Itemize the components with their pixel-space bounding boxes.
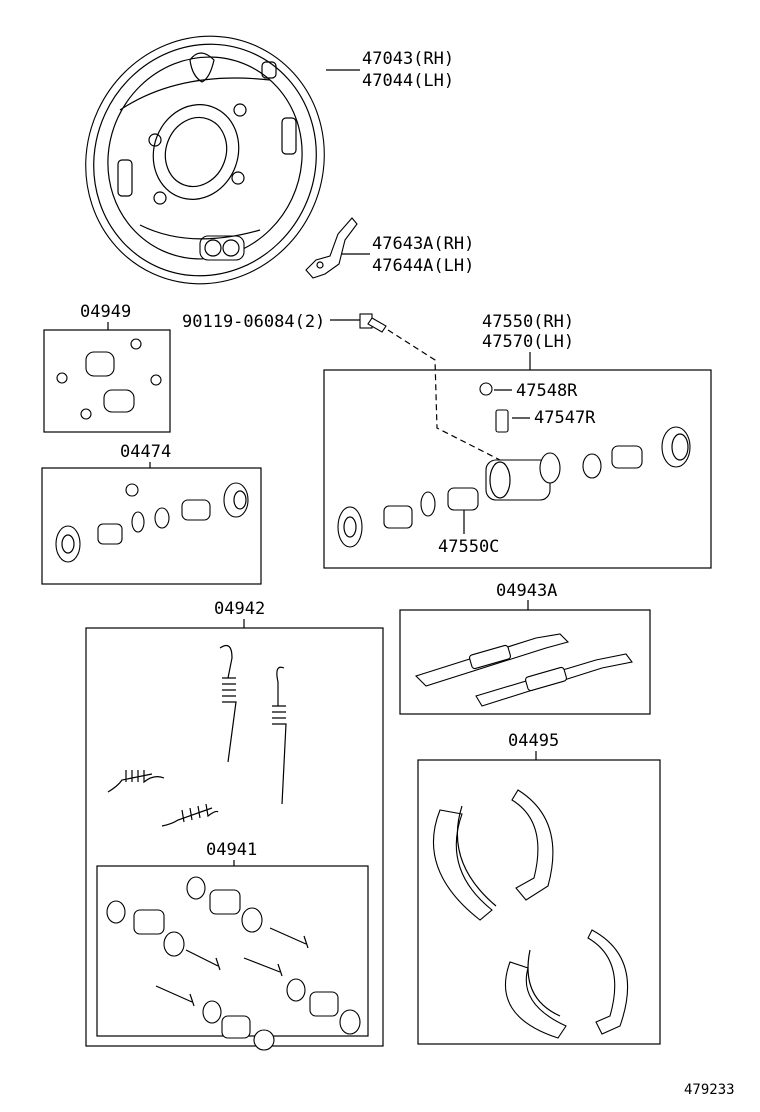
label-47044: 47044(LH) bbox=[362, 71, 454, 91]
backing-plate[interactable] bbox=[45, 0, 365, 323]
label-90119: 90119-06084(2) bbox=[182, 312, 325, 332]
kit-04949-box bbox=[43, 329, 171, 433]
kit-04942-springs[interactable] bbox=[107, 645, 287, 827]
label-47644A: 47644A(LH) bbox=[372, 256, 474, 276]
label-04474: 04474 bbox=[120, 442, 171, 462]
label-47643A: 47643A(RH) bbox=[372, 234, 474, 254]
bracket[interactable] bbox=[305, 217, 358, 279]
kit-04941-parts[interactable] bbox=[106, 876, 361, 1051]
kit-04495-box bbox=[417, 759, 661, 1045]
kit-04474-box bbox=[41, 467, 262, 585]
bleeder-cap[interactable] bbox=[479, 382, 493, 396]
kit-04943A-adjusters[interactable] bbox=[414, 633, 633, 707]
diagram-id: 479233 bbox=[684, 1082, 735, 1098]
label-04942: 04942 bbox=[214, 599, 265, 619]
kit-04942-box bbox=[85, 627, 384, 1047]
bleeder-screw[interactable] bbox=[495, 409, 509, 433]
label-04495: 04495 bbox=[508, 731, 559, 751]
kit-04949-parts[interactable] bbox=[56, 338, 162, 420]
kit-04943A-box bbox=[399, 609, 651, 715]
label-47550C: 47550C bbox=[438, 537, 499, 557]
label-47547R: 47547R bbox=[534, 408, 596, 428]
label-04949: 04949 bbox=[80, 302, 131, 322]
bolt[interactable] bbox=[359, 313, 387, 333]
label-47043: 47043(RH) bbox=[362, 49, 454, 69]
label-47548R: 47548R bbox=[516, 381, 578, 401]
kit-04474-parts[interactable] bbox=[55, 482, 249, 563]
label-04941: 04941 bbox=[206, 840, 257, 860]
label-47570: 47570(LH) bbox=[482, 332, 574, 352]
wheel-cylinder-parts[interactable] bbox=[337, 426, 691, 548]
label-04943A: 04943A bbox=[496, 581, 557, 601]
label-47550: 47550(RH) bbox=[482, 312, 574, 332]
brake-shoes[interactable] bbox=[432, 789, 628, 1039]
kit-47550-box bbox=[323, 369, 712, 569]
